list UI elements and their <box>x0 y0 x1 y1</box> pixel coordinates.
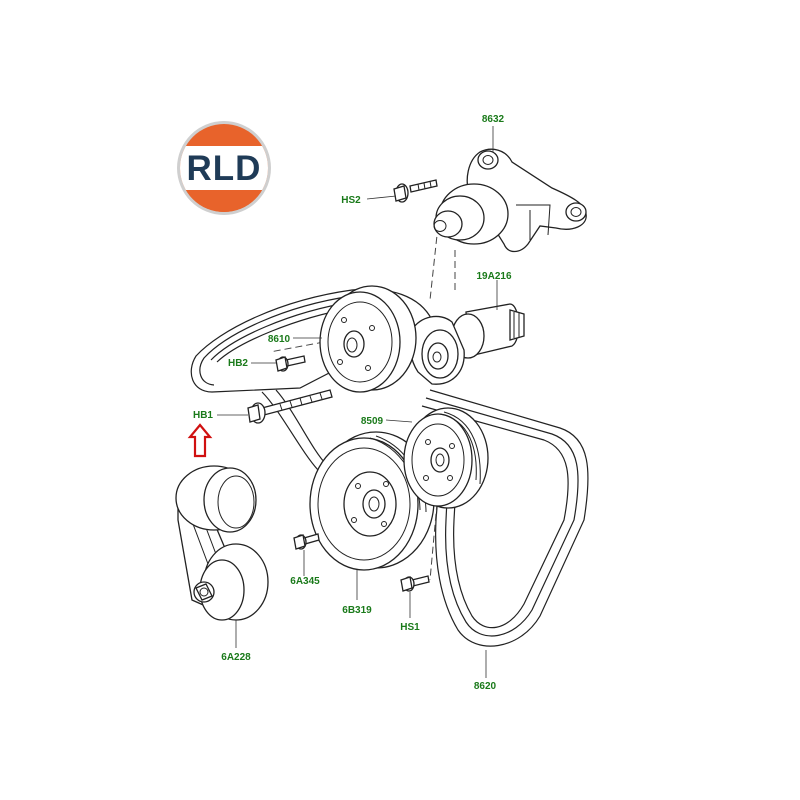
logo-bottom <box>180 190 268 212</box>
pulley-8509 <box>403 407 489 509</box>
leader-lines <box>217 126 498 678</box>
pulley-8610 <box>319 285 417 393</box>
label-19A216: 19A216 <box>476 271 511 282</box>
label-hs2: HS2 <box>341 195 361 206</box>
label-8620: 8620 <box>474 681 497 692</box>
bolt-hs1 <box>400 575 430 592</box>
belt-8610 <box>190 288 433 393</box>
label-8632: 8632 <box>482 114 505 125</box>
label-hb1: HB1 <box>193 410 213 421</box>
tensioner-19A216 <box>409 303 525 385</box>
label-hb2: HB2 <box>228 358 248 369</box>
bolt-hb1 <box>247 389 333 424</box>
assembly-line-hs1 <box>429 469 441 581</box>
part-labels: 8632 HS2 19A216 8610 HB2 HB1 8509 6A345 … <box>193 114 512 692</box>
rld-logo: RLD <box>177 121 271 215</box>
label-8509: 8509 <box>361 416 384 427</box>
belt-8620 <box>261 389 589 647</box>
tensioner-6A228 <box>175 465 269 621</box>
bolt-hs2 <box>393 179 438 203</box>
logo-text: RLD <box>187 149 262 188</box>
label-hs1: HS1 <box>400 622 420 633</box>
highlight-arrow <box>187 423 213 458</box>
label-6A228: 6A228 <box>221 652 251 663</box>
logo-band <box>180 146 268 190</box>
label-6A345: 6A345 <box>290 576 320 587</box>
assembly-line-upper <box>429 225 439 301</box>
label-6B319: 6B319 <box>342 605 372 616</box>
bolt-hb2 <box>275 355 306 372</box>
bracket-8632 <box>433 148 587 253</box>
label-8610: 8610 <box>268 334 291 345</box>
bolt-6A345 <box>293 533 320 550</box>
